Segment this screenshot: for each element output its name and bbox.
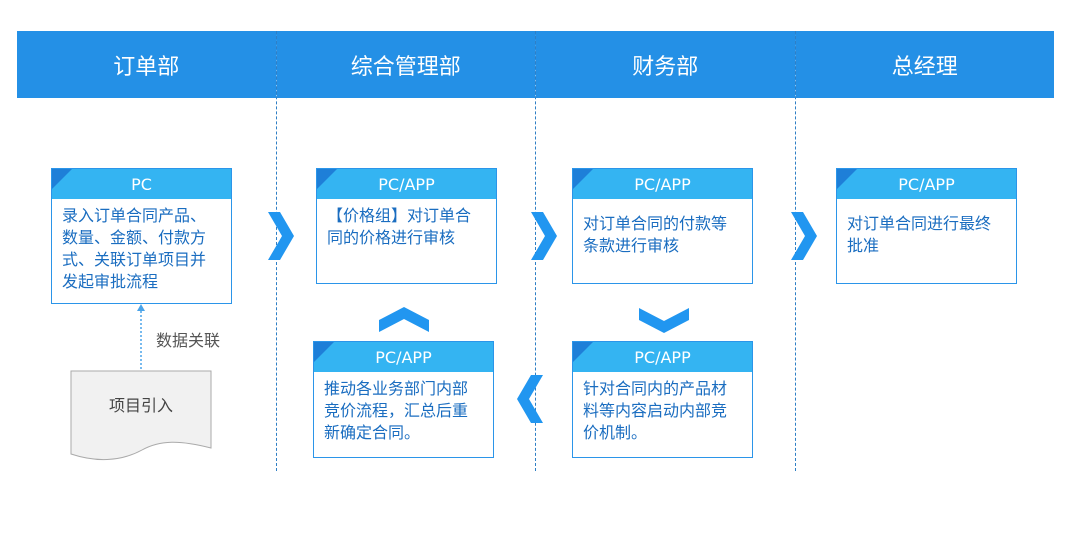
card-description: 【价格组】对订单合同的价格进行审核 — [327, 206, 472, 247]
card-order-entry: PC 录入订单合同产品、数量、金额、付款方式、关联订单项目并发起审批流程 — [51, 168, 232, 304]
card-description: 推动各业务部门内部竞价流程，汇总后重新确定合同。 — [324, 379, 469, 442]
chevron-right-icon — [791, 212, 817, 260]
card-internal-bidding-summary: PC/APP 推动各业务部门内部竞价流程，汇总后重新确定合同。 — [313, 341, 494, 458]
card-final-approval: PC/APP 对订单合同进行最终批准 — [836, 168, 1017, 284]
card-payment-review: PC/APP 对订单合同的付款等条款进行审核 — [572, 168, 753, 284]
chevron-right-icon — [531, 212, 557, 260]
document-shape — [70, 370, 212, 461]
chevron-up-icon — [379, 307, 429, 332]
card-description: 对订单合同进行最终批准 — [847, 214, 992, 255]
department-general-management: 综合管理部 — [277, 31, 536, 98]
card-platform-label: PC/APP — [634, 174, 691, 194]
corner-mark — [52, 169, 72, 189]
card-platform-label: PC/APP — [375, 347, 432, 367]
data-link-arrow — [137, 304, 145, 370]
corner-mark — [837, 169, 857, 189]
card-description: 录入订单合同产品、数量、金额、付款方式、关联订单项目并发起审批流程 — [62, 206, 207, 291]
corner-mark — [314, 342, 334, 362]
card-platform-label: PC/APP — [898, 174, 955, 194]
card-start-internal-bidding: PC/APP 针对合同内的产品材料等内容启动内部竞价机制。 — [572, 341, 753, 458]
chevron-right-icon — [268, 212, 294, 260]
data-link-label: 数据关联 — [156, 331, 221, 350]
department-finance: 财务部 — [536, 31, 796, 98]
corner-mark — [573, 169, 593, 189]
document-label: 项目引入 — [108, 396, 173, 415]
department-order: 订单部 — [17, 31, 277, 98]
card-description: 对订单合同的付款等条款进行审核 — [583, 214, 728, 255]
card-platform-label: PC — [131, 174, 152, 194]
department-general-manager: 总经理 — [891, 54, 958, 80]
corner-mark — [317, 169, 337, 189]
corner-mark — [573, 342, 593, 362]
chevron-left-icon — [517, 375, 543, 423]
card-price-review: PC/APP 【价格组】对订单合同的价格进行审核 — [316, 168, 497, 284]
lane-divider — [535, 31, 536, 471]
card-description: 针对合同内的产品材料等内容启动内部竞价机制。 — [583, 379, 728, 442]
lane-divider — [795, 31, 796, 471]
card-platform-label: PC/APP — [634, 347, 691, 367]
card-platform-label: PC/APP — [378, 174, 435, 194]
chevron-down-icon — [639, 308, 689, 333]
